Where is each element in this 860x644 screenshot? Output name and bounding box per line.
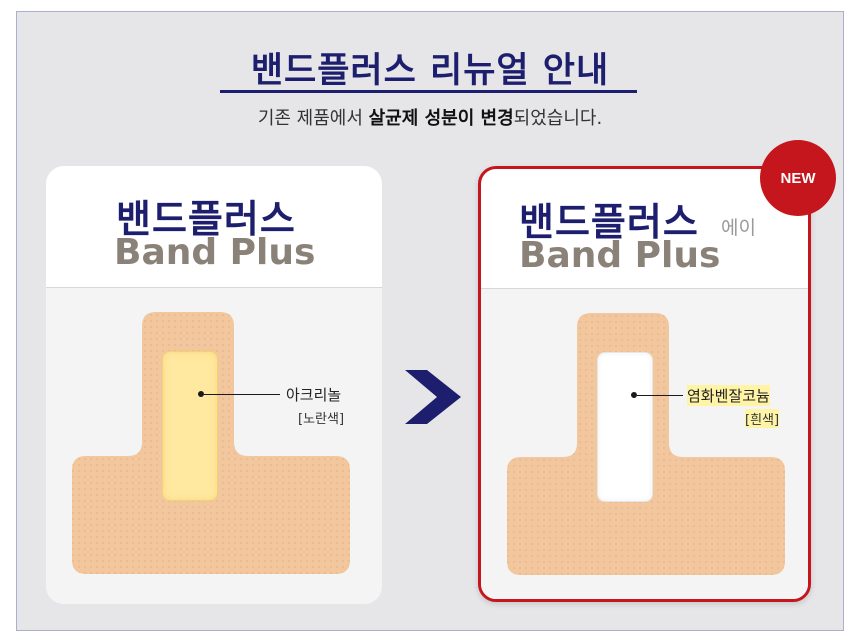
old-pad-color-label: [노란색] [298, 412, 345, 427]
page-subtitle: 기존 제품에서 살균제 성분이 변경되었습니다. [0, 104, 860, 130]
title-underline [220, 90, 637, 93]
old-brand-korean: 밴드플러스 [116, 197, 296, 241]
old-antiseptic-pad [162, 351, 218, 501]
subtitle-pre: 기존 제품에서 [257, 108, 369, 129]
old-card-divider [46, 287, 382, 288]
subtitle-post: 되었습니다. [513, 108, 603, 129]
comparison-arrow-icon [405, 370, 461, 424]
new-brand-suffix: 에이 [721, 217, 756, 239]
new-pad-leader-line [637, 395, 683, 396]
page-title: 밴드플러스 리뉴얼 안내 [250, 51, 610, 91]
subtitle-bold: 살균제 성분이 변경 [368, 108, 514, 129]
new-antiseptic-pad [597, 352, 653, 502]
new-product-card: 밴드플러스 에이 Band Plus 염화벤잘코늄 [흰색] [478, 166, 811, 602]
old-product-card: 밴드플러스 Band Plus 아크리놀 [노란색] [46, 166, 382, 604]
new-pad-marker-dot [631, 392, 637, 398]
old-pad-leader-line [204, 394, 280, 395]
new-card-divider [481, 288, 808, 289]
old-brand-english: Band Plus [114, 232, 316, 273]
new-brand-korean: 밴드플러스 [519, 200, 699, 244]
old-pad-ingredient-label: 아크리놀 [286, 386, 342, 404]
new-badge: NEW [760, 140, 836, 216]
old-pad-marker-dot [198, 391, 204, 397]
new-brand-english: Band Plus [519, 235, 721, 276]
new-pad-ingredient-label: 염화벤잘코늄 [687, 385, 770, 406]
new-pad-color-label: [흰색] [745, 409, 780, 428]
